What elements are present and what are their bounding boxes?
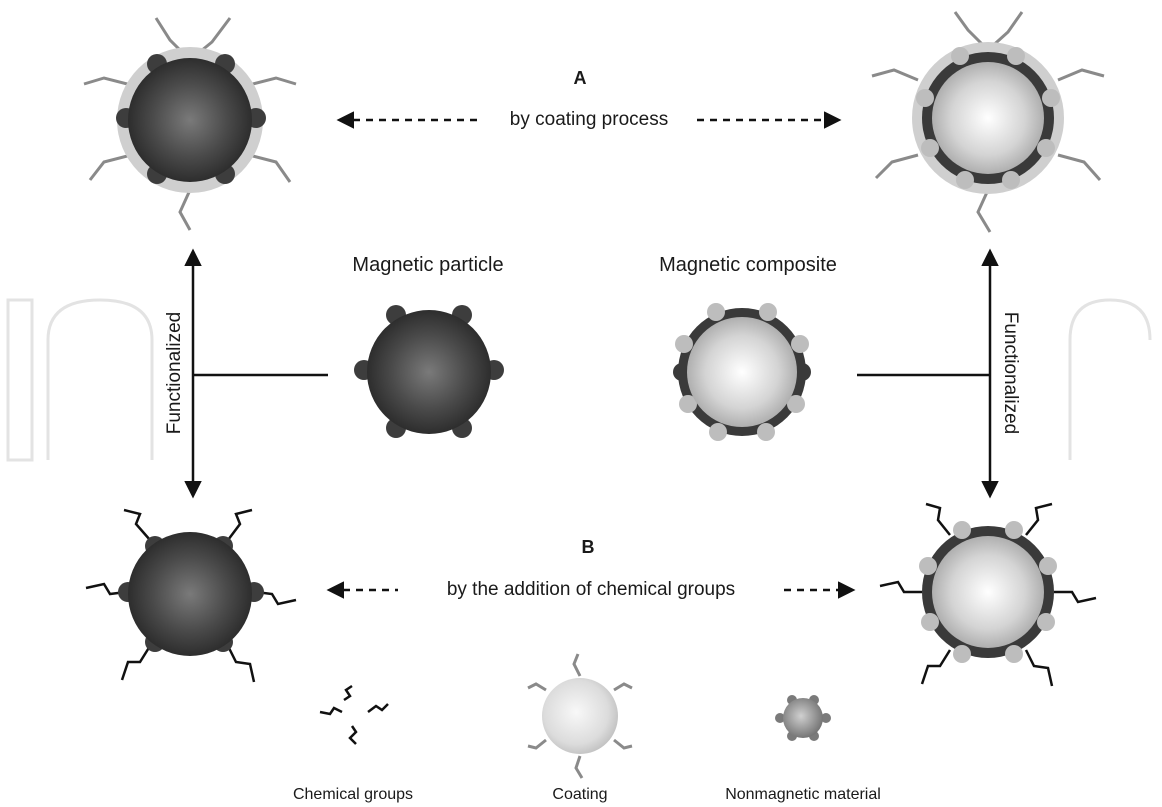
legend-nonmagnetic-icon: [775, 695, 831, 741]
legend-coating-label: Coating: [552, 786, 608, 803]
coated-magnetic-particle: [83, 17, 297, 231]
legend-chemical-groups-label: Chemical groups: [292, 786, 414, 803]
legend-coating-icon: [527, 653, 633, 779]
magnetic-composite: [673, 303, 811, 441]
section-b-process-label: by the addition of chemical groups: [438, 579, 744, 601]
functionalized-magnetic-composite: [879, 502, 1097, 687]
magnetic-particle-label: Magnetic particle: [352, 254, 504, 276]
coated-magnetic-composite: [871, 11, 1105, 233]
magnetic-particle: [354, 305, 504, 438]
functionalized-magnetic-particle: [85, 508, 297, 683]
background-watermark-shapes: [6, 298, 1152, 462]
legend-chemical-groups-icon: [319, 684, 389, 745]
section-a-process-label: by coating process: [501, 109, 677, 131]
dashed-arrows: [326, 111, 856, 599]
section-b-heading: B: [581, 537, 595, 557]
right-functionalized-label: Functionalized: [1000, 311, 1021, 435]
left-functionalized-label: Functionalized: [164, 311, 185, 435]
section-a-heading: A: [573, 68, 587, 88]
legend-nonmagnetic-label: Nonmagnetic material: [725, 786, 881, 803]
magnetic-composite-label: Magnetic composite: [659, 254, 837, 276]
connector-lines: [184, 248, 999, 499]
